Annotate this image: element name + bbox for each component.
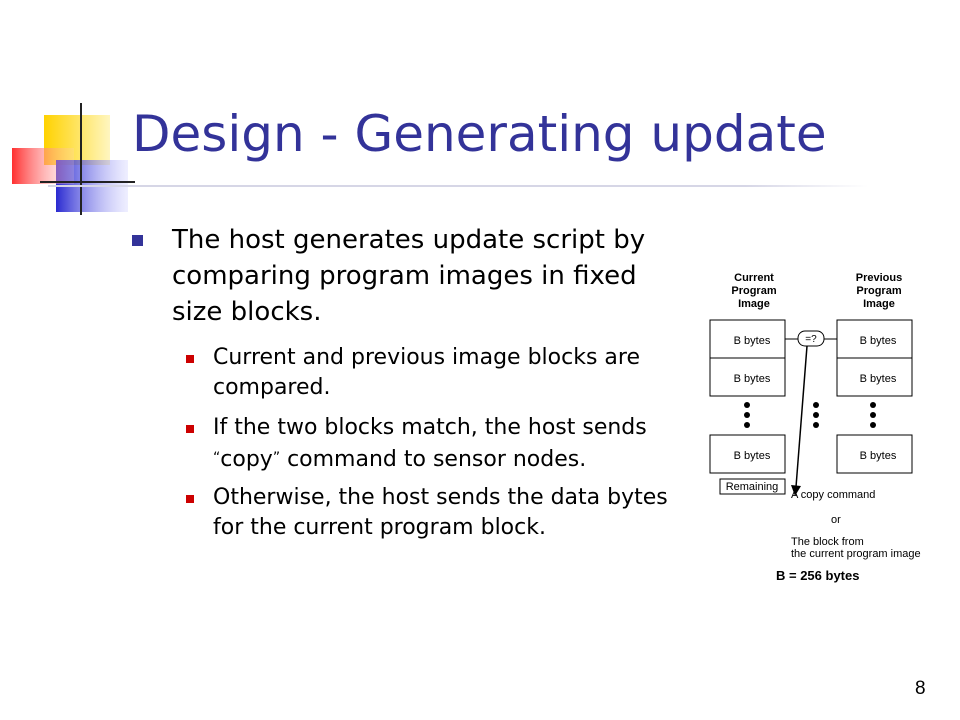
output-arrow-line [795, 345, 808, 488]
ellipsis-dot [813, 412, 819, 418]
remaining-label: Remaining [726, 481, 779, 493]
sub-bullet-match-part2: command to sensor nodes. [280, 447, 587, 472]
ellipsis-dot [870, 422, 876, 428]
ellipsis-dot [744, 422, 750, 428]
compare-label: =? [805, 334, 817, 345]
sub-bullet-otherwise-text: Otherwise, the host sends the data bytes… [213, 485, 668, 540]
previous-last-block-label: B bytes [860, 450, 897, 462]
output-arrow-head [791, 485, 801, 496]
square-bullet-icon [186, 425, 194, 433]
compare-node [797, 330, 825, 347]
bullet-main: The host generates update script by comp… [132, 222, 692, 330]
previous-last-block [836, 434, 913, 474]
sub-bullet-match-text: If the two blocks match, the host sends “… [213, 413, 686, 475]
current-header-line2: Program [731, 285, 776, 297]
current-header-line3: Image [738, 298, 770, 310]
note-copy-command: A copy command [791, 489, 875, 501]
note-block-from: The block from [791, 536, 864, 548]
previous-header-line1: Previous [856, 272, 902, 284]
remaining-block [719, 478, 786, 495]
slide-title: Design - Generating update [132, 105, 827, 163]
sub-bullet-compare: Current and previous image blocks are co… [186, 343, 686, 403]
block-size-label: B = 256 bytes [776, 568, 859, 583]
ellipsis-dot [870, 412, 876, 418]
block-comparison-diagram: Current Program Image Previous Program I… [709, 272, 921, 583]
ellipsis-dot [744, 412, 750, 418]
current-block-1-label: B bytes [734, 335, 771, 347]
close-quote: ” [272, 450, 281, 466]
open-quote: “ [213, 450, 221, 466]
sub-bullet-compare-text: Current and previous image blocks are co… [213, 345, 640, 400]
square-bullet-icon [186, 495, 194, 503]
title-divider [48, 185, 868, 187]
square-bullet-icon [186, 355, 194, 363]
previous-header-line2: Program [856, 285, 901, 297]
note-current-image: the current program image [791, 548, 921, 560]
ellipsis-dot [813, 422, 819, 428]
ellipsis-dot [744, 402, 750, 408]
slide-logo-decoration [12, 103, 135, 215]
current-last-block-label: B bytes [734, 450, 771, 462]
current-last-block [709, 434, 786, 474]
sub-bullet-otherwise: Otherwise, the host sends the data bytes… [186, 483, 686, 543]
previous-block-1-label: B bytes [860, 335, 897, 347]
copy-word: copy [220, 447, 273, 472]
ellipsis-dot [870, 402, 876, 408]
page-number: 8 [915, 678, 926, 699]
square-bullet-icon [132, 235, 143, 246]
previous-block-2-label: B bytes [860, 373, 897, 385]
previous-header-line3: Image [863, 298, 895, 310]
ellipsis-dot [813, 402, 819, 408]
current-block-2-label: B bytes [734, 373, 771, 385]
current-header-line1: Current [734, 272, 774, 284]
sub-bullet-match-part1: If the two blocks match, the host sends [213, 415, 647, 440]
sub-bullet-match: If the two blocks match, the host sends “… [186, 413, 686, 475]
note-or: or [831, 514, 841, 526]
bullet-main-text: The host generates update script by comp… [172, 225, 646, 327]
